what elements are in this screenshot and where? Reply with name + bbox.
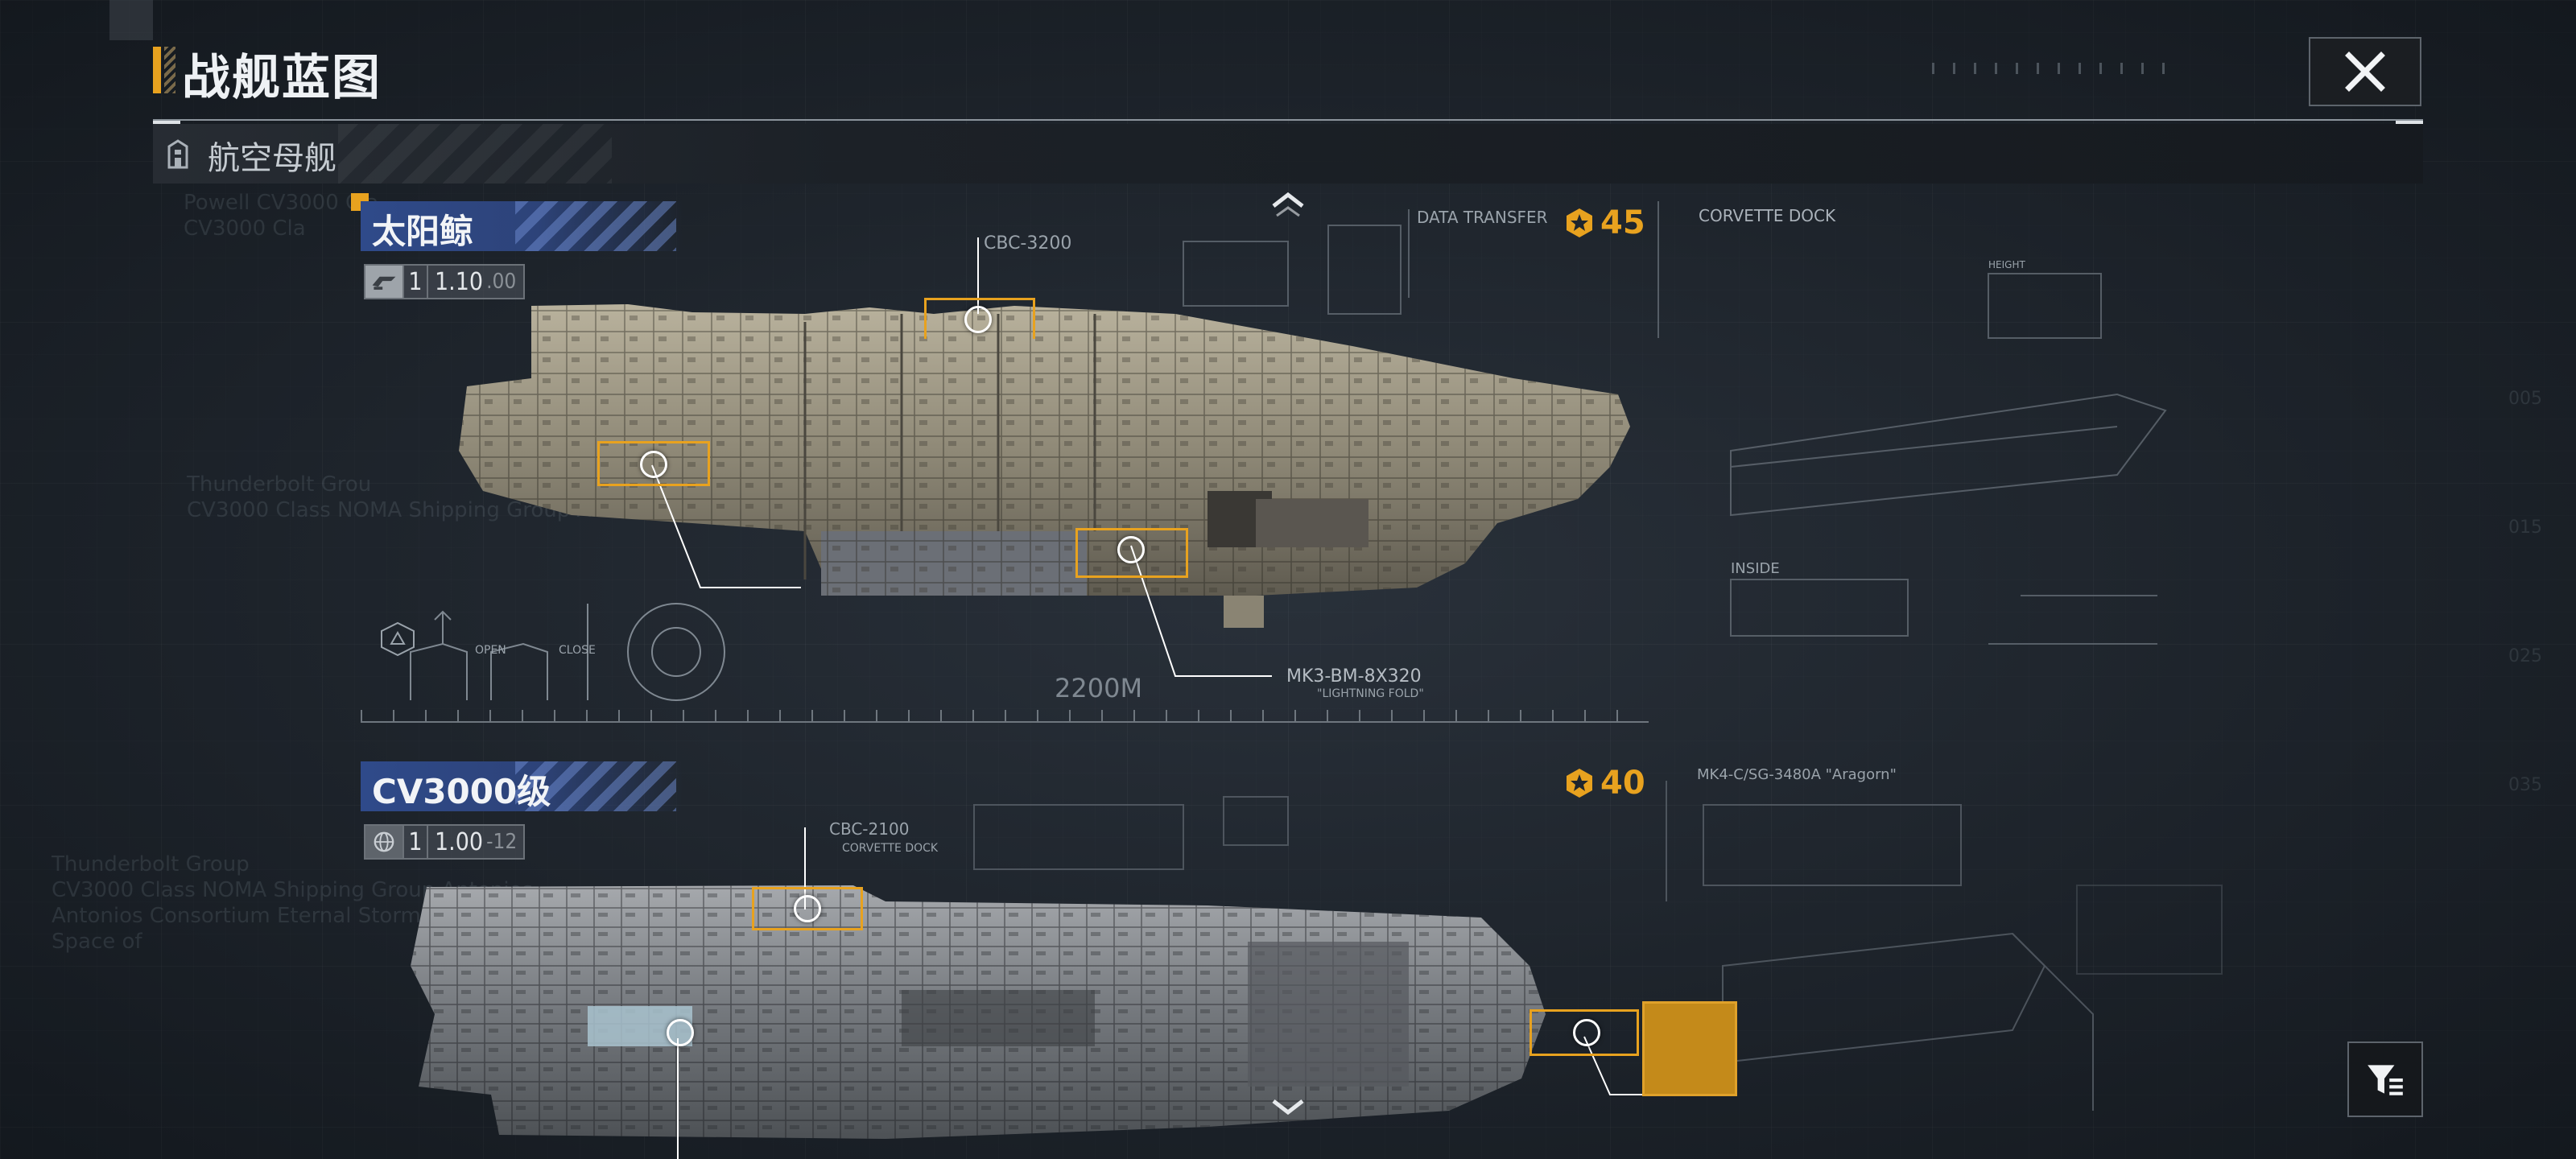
star-badge-icon [1567, 208, 1592, 237]
carrier-building-icon [167, 139, 188, 169]
blueprint-schematic [1183, 201, 2167, 645]
hotspot-bracket [1530, 1009, 1639, 1056]
badge-version: 1.00-12 [427, 826, 523, 858]
ship-name: 太阳鲸 [372, 212, 474, 251]
side-number: 015 [2508, 518, 2542, 538]
ship1-hotspot-left[interactable] [640, 451, 667, 478]
chevron-down-icon[interactable] [1269, 1095, 1307, 1119]
scale-ruler [361, 721, 1649, 723]
blueprint-label: OPEN [475, 644, 506, 657]
side-number: 005 [2508, 389, 2542, 409]
header-tick-decoration [1932, 63, 2174, 74]
ship-cost: 45 [1563, 204, 1645, 241]
ship2-hotspot-top[interactable] [794, 895, 821, 922]
blueprint-label: CLOSE [559, 644, 596, 657]
corner-decoration [109, 0, 153, 40]
ship-name-banner-stripes [515, 761, 676, 811]
blueprint-label: INSIDE [1731, 560, 1780, 577]
title-accent-stripes [164, 47, 175, 93]
callout-label: CBC-3200 [984, 233, 1072, 254]
ship1-callout-lines [651, 237, 1272, 677]
blueprint-schematic-lower [973, 781, 2223, 1111]
callout-sublabel: "LIGHTNING FOLD" [1317, 687, 1424, 700]
star-badge-icon [1567, 769, 1592, 798]
header-divider [153, 119, 2423, 121]
side-number: 035 [2508, 775, 2542, 795]
filter-button[interactable] [2347, 1041, 2423, 1117]
callout-label: CBC-2100 [829, 819, 910, 839]
ship-name: CV3000级 [372, 772, 551, 811]
page-title: 战舰蓝图 [182, 50, 382, 106]
globe-icon [365, 826, 402, 858]
badge-tier: 1 [402, 826, 427, 858]
hotspot-bracket [597, 441, 710, 486]
ship2-hotspot-right[interactable] [1573, 1019, 1600, 1046]
category-label: 航空母舰 [208, 140, 336, 177]
close-button[interactable] [2309, 37, 2421, 106]
hotspot-bracket [924, 298, 1035, 339]
category-bar-stripes [338, 124, 612, 184]
blueprint-label: DATA TRANSFER [1417, 208, 1548, 227]
ship-cost: 40 [1563, 765, 1645, 802]
blueprint-label: MK4-C/SG-3480A "Aragorn" [1697, 766, 1897, 783]
ship-badge: 1 1.00-12 [364, 824, 525, 860]
divider-cap-left [153, 121, 180, 124]
ship1-hotspot-bottom[interactable] [1117, 536, 1145, 563]
title-accent-bar [153, 47, 161, 93]
ship-name-banner-stripes [515, 201, 676, 251]
hotspot-bracket [1075, 528, 1188, 578]
badge-version: 1.10.00 [427, 266, 523, 298]
scale-ruler-ticks [361, 710, 1649, 721]
callout-sublabel: CORVETTE DOCK [842, 842, 939, 855]
blueprint-label: CORVETTE DOCK [1699, 206, 1836, 225]
badge-tier: 1 [402, 266, 427, 298]
engine-icon [365, 266, 402, 298]
hotspot-bracket [752, 887, 863, 930]
chevron-up-icon[interactable] [1269, 190, 1307, 219]
blueprint-label: HEIGHT [1988, 259, 2025, 270]
ship-cv3000-hull [411, 885, 1546, 1139]
callout-label: MK3-BM-8X320 [1286, 666, 1422, 687]
ship1-hotspot-top[interactable] [964, 306, 992, 333]
filter-list-icon [2368, 1065, 2403, 1095]
ship2-hotspot-left[interactable] [667, 1019, 694, 1046]
selected-module-tile[interactable] [1642, 1001, 1737, 1096]
hangar-door-diagram [381, 603, 725, 701]
scale-label: 2200M [1055, 673, 1143, 703]
category-bar[interactable] [153, 124, 2423, 184]
close-icon [2345, 52, 2385, 92]
divider-cap-right [2396, 121, 2423, 124]
ship-sunwhale-hull [459, 304, 1630, 628]
side-number: 025 [2508, 646, 2542, 666]
ship-badge: 1 1.10.00 [364, 264, 525, 299]
